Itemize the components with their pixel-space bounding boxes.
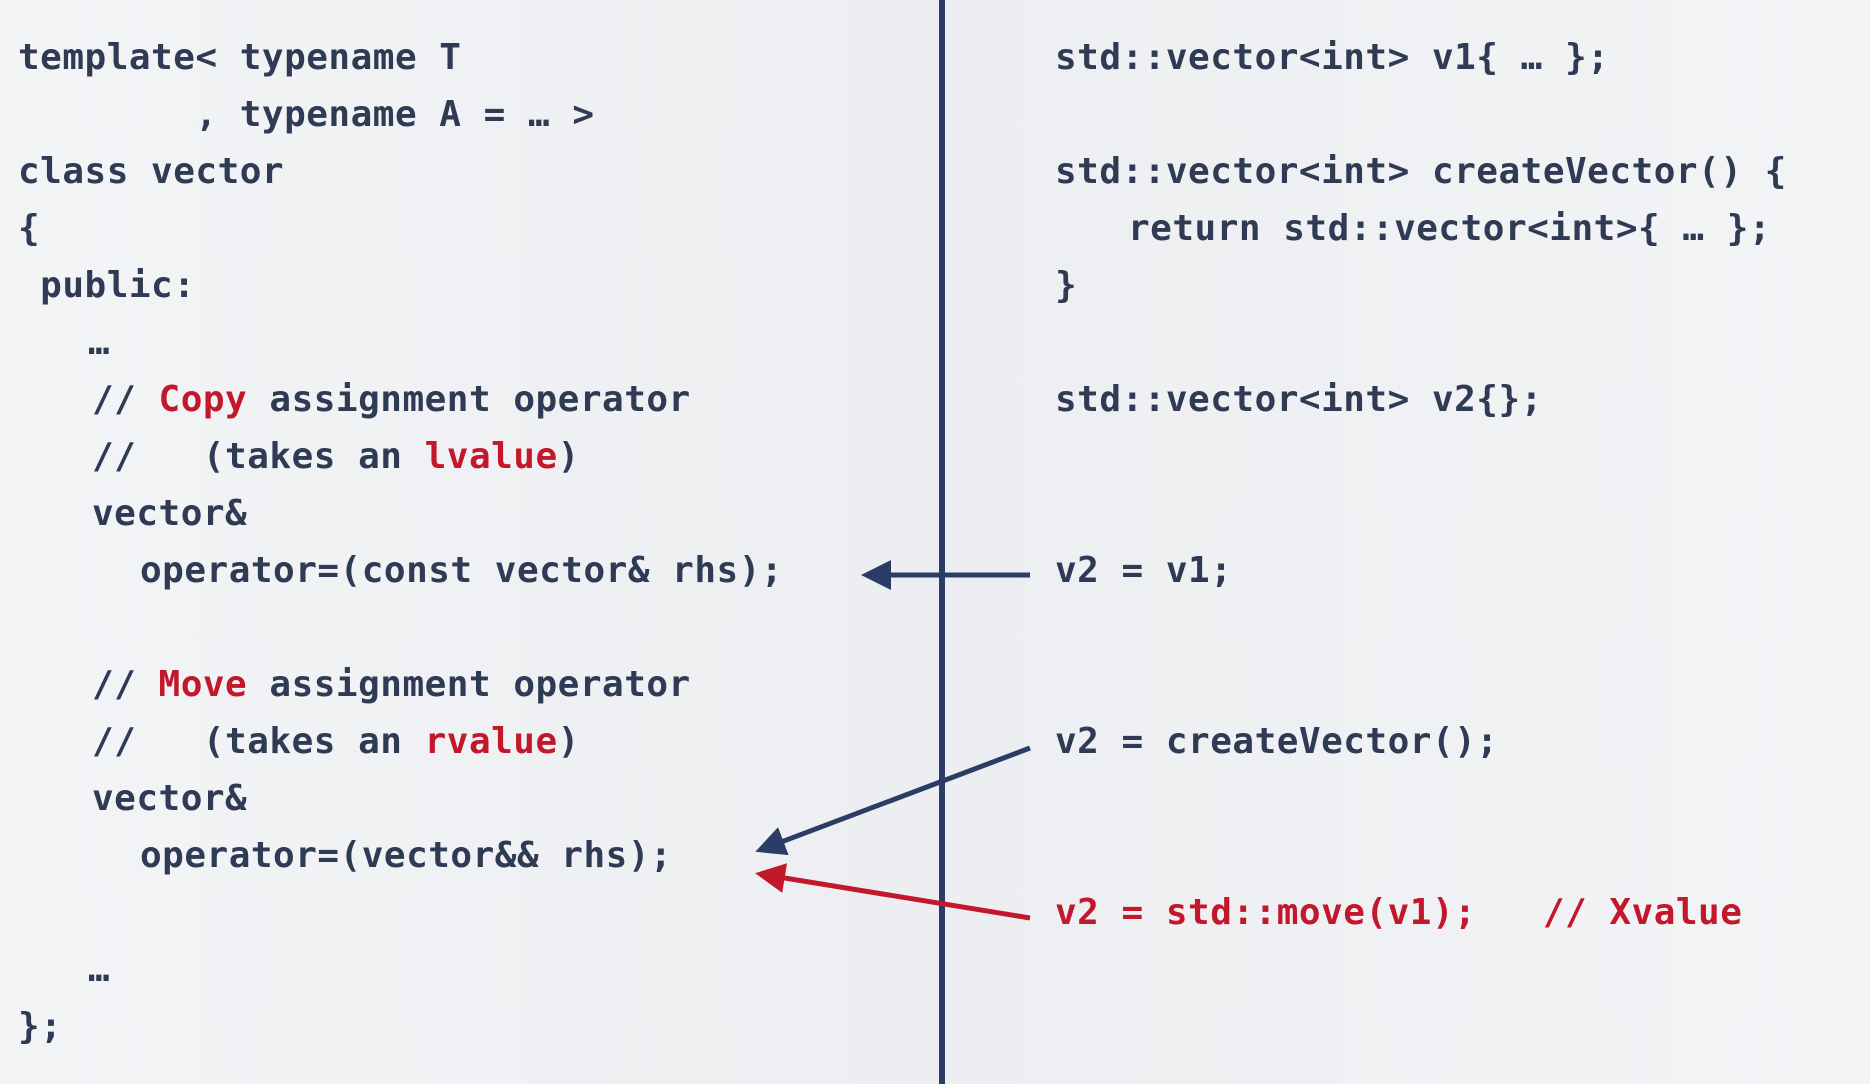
code-line-move-assign-xvalue: v2 = std::move(v1); // Xvalue (1055, 892, 1743, 933)
code-line-class: class vector (18, 151, 285, 192)
code-line-create-vector-sig: std::vector<int> createVector() { (1055, 151, 1787, 192)
code-line-copy-return-type: vector& (92, 493, 248, 534)
comment-suffix: ) (557, 436, 580, 477)
comment-prefix: // (takes an (92, 721, 425, 762)
code-line-v2-decl: std::vector<int> v2{}; (1055, 379, 1543, 420)
code-line-public: public: (18, 265, 196, 306)
arrow-move-assign-temp (755, 745, 1031, 856)
comment-prefix: // (92, 379, 159, 420)
code-line-copy-operator: operator=(const vector& rhs); (140, 550, 784, 591)
comment-prefix: // (92, 664, 159, 705)
code-line-typename-a: , typename A = … > (18, 94, 595, 135)
code-line-move-assign-temp: v2 = createVector(); (1055, 721, 1499, 762)
code-line-ellipsis-top: … (88, 322, 111, 363)
code-line-v1-decl: std::vector<int> v1{ … }; (1055, 37, 1610, 78)
highlight-rvalue: rvalue (424, 721, 558, 762)
highlight-copy: Copy (158, 379, 248, 420)
code-line-create-vector-return: return std::vector<int>{ … }; (1128, 208, 1772, 249)
comment-prefix: // (takes an (92, 436, 425, 477)
code-line-move-return-type: vector& (92, 778, 248, 819)
comment-copy-assignment: // Copy assignment operator (92, 378, 691, 422)
comment-takes-lvalue: // (takes an lvalue) (92, 435, 580, 479)
arrow-move-assign-xvalue (755, 863, 1031, 921)
code-line-ellipsis-bottom: … (88, 949, 111, 990)
comment-move-assignment: // Move assignment operator (92, 663, 691, 707)
code-line-template: template< typename T (18, 37, 462, 78)
code-line-open-brace: { (18, 208, 41, 249)
comment-suffix: ) (557, 721, 580, 762)
code-line-create-vector-close: } (1055, 265, 1078, 306)
code-line-close-brace: }; (18, 1006, 63, 1047)
code-line-move-operator: operator=(vector&& rhs); (140, 835, 673, 876)
comment-suffix: assignment operator (247, 379, 691, 420)
comment-takes-rvalue: // (takes an rvalue) (92, 720, 580, 764)
column-divider (939, 0, 945, 1084)
code-line-copy-assign: v2 = v1; (1055, 550, 1233, 591)
highlight-move: Move (158, 664, 248, 705)
highlight-lvalue: lvalue (424, 436, 558, 477)
comment-suffix: assignment operator (247, 664, 691, 705)
